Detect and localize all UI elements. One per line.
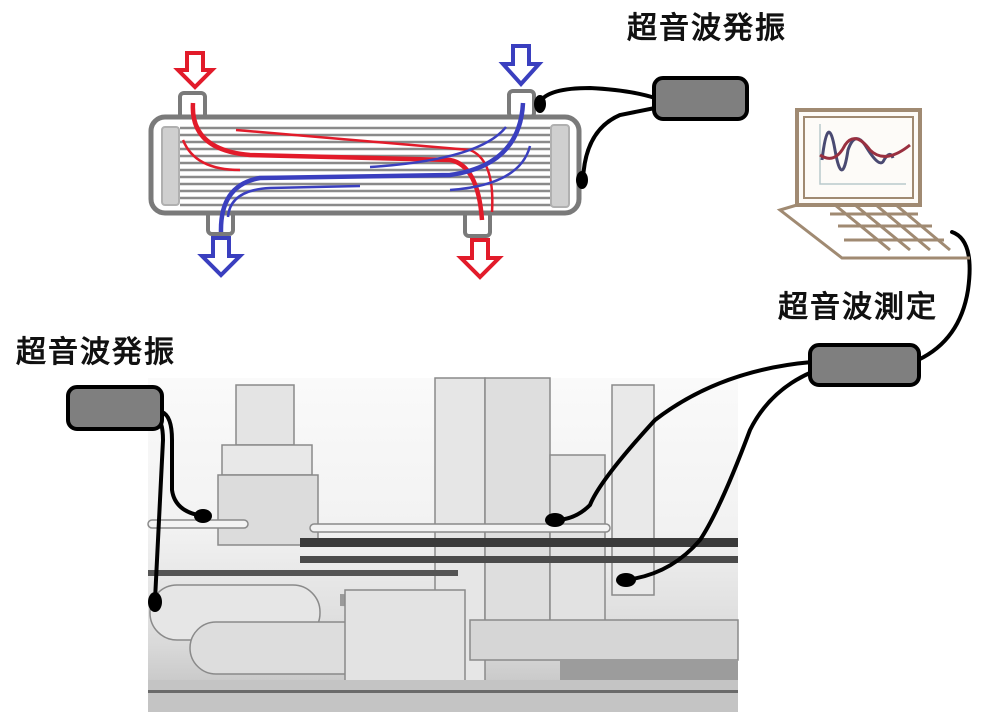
sensor-icon-plant-center (545, 513, 565, 527)
cold-flow-lines (218, 102, 532, 233)
ultrasonic-oscillator-icon-top (652, 76, 749, 121)
top-oscillator-label: 超音波発振 (627, 11, 787, 46)
cable-measure-1 (553, 360, 814, 522)
plant-beam-2 (300, 556, 738, 563)
screen-wave-b (819, 137, 911, 160)
cable-measure-2 (623, 370, 814, 582)
cable-laptop (916, 230, 972, 362)
plant-deck (469, 619, 739, 661)
arrow-cold-in-icon (498, 44, 544, 87)
arrow-cold-out-icon (197, 236, 245, 278)
cable-top-1 (538, 85, 657, 104)
laptop-icon (776, 108, 970, 260)
plant-tower-center-2 (484, 377, 551, 629)
cable-left-1 (160, 410, 205, 518)
sensor-icon-exchanger-2 (576, 171, 588, 189)
measurement-label: 超音波測定 (778, 290, 938, 325)
laptop-keyboard (830, 203, 951, 252)
cable-top-2 (581, 106, 657, 182)
sensor-icon-exchanger-1 (534, 95, 546, 113)
sensor-icon-plant-left-2 (148, 592, 162, 612)
heat-exchanger-icon (148, 44, 582, 280)
arrow-hot-in-icon (173, 51, 217, 90)
ultrasonic-measurement-device-icon (808, 343, 921, 387)
arrow-hot-out-icon (456, 238, 504, 280)
plant-base-line (148, 690, 738, 693)
ultrasonic-oscillator-icon-left (66, 385, 164, 431)
outlet-nozzle-hot (463, 210, 492, 238)
plant-tower-left-body (217, 474, 319, 546)
plant-beam-3 (148, 570, 458, 576)
tube-sheet-right (550, 124, 570, 208)
plant-tower-left-top (235, 384, 295, 446)
screen-axes (819, 124, 906, 185)
sensors (148, 95, 636, 612)
sensor-icon-plant-right (616, 573, 636, 587)
laptop-screen (803, 116, 914, 199)
tube-sheet-left (161, 126, 180, 206)
plant-base (148, 680, 738, 712)
plant-beam-1 (300, 538, 738, 547)
flow-arrows (173, 44, 544, 280)
plant-pipe-rack (309, 523, 611, 533)
plant-tower-left-platform (221, 444, 313, 476)
cables (153, 85, 972, 602)
plant-vessel-2 (189, 621, 371, 675)
plant-tower-far-right (611, 384, 655, 596)
industrial-plant (147, 377, 739, 712)
sensor-icon-plant-left-1 (194, 509, 212, 523)
laptop-base (776, 203, 970, 260)
plant-block (344, 589, 466, 686)
left-oscillator-label: 超音波発振 (16, 335, 176, 370)
laptop-screen-frame (795, 108, 922, 207)
